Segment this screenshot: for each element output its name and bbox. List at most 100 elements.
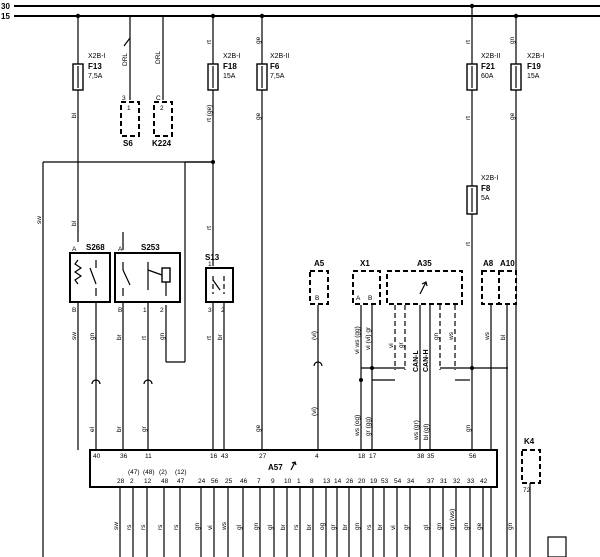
a57-bottom-pin: 28 <box>117 478 125 485</box>
a57-bottom-wires <box>119 487 484 557</box>
bottom-wire-label: ws <box>221 521 228 531</box>
fuse-f13-connector: X2B-I <box>88 53 106 60</box>
a57-bottom-pin: 13 <box>323 478 331 485</box>
module-a8: A8 <box>481 259 500 305</box>
a57-top-pin: 35 <box>427 453 435 460</box>
a5-label: A5 <box>314 259 325 268</box>
wire-label: el <box>89 426 96 432</box>
power-rails: 30 15 <box>1 2 600 21</box>
wire-label: ws (gr) <box>413 420 420 441</box>
switch-s13: S13 1 3 2 <box>205 253 234 314</box>
wire-label: gr (gg) <box>365 417 372 436</box>
wire-label: gr <box>398 341 405 348</box>
k224-pin-c: C <box>156 95 161 102</box>
bottom-wire-label: og <box>319 522 326 530</box>
fuse-f8-id: F8 <box>481 184 491 193</box>
wire-label: bl <box>500 334 507 340</box>
fuse-f18: X2B-I F18 15A <box>207 53 241 91</box>
fuse-f6: X2B-II F6 7,5A <box>256 53 290 91</box>
a57-bottom-pin: 19 <box>370 478 378 485</box>
fuse-f8: X2B-I F8 5A <box>466 175 499 215</box>
fuse-f6-id: F6 <box>270 62 280 71</box>
a57-alt-pin-1: (47) <box>128 469 140 476</box>
a57-top-pin: 56 <box>469 453 477 460</box>
bottom-wire-label: gr <box>330 523 337 530</box>
wire-label: gn <box>89 332 96 340</box>
a57-alt-pin-2: (48) <box>143 469 155 476</box>
a57-bottom-pin: 14 <box>334 478 342 485</box>
fuse-f13-id: F13 <box>88 62 102 71</box>
wire-label: (vi) <box>311 407 318 416</box>
wire-label: rt <box>465 116 472 120</box>
a57-bottom-pin: 42 <box>480 478 488 485</box>
bottom-wire-label: gn <box>253 522 260 530</box>
wire-label: vi <box>388 343 395 348</box>
bottom-wire-label: vi <box>390 525 397 530</box>
wire-label: gn <box>159 332 166 340</box>
bottom-wire-label: rs <box>366 524 373 530</box>
module-a5: A5 B <box>309 259 329 305</box>
fuse-f19-id: F19 <box>527 62 541 71</box>
s13-pin-1: 1 <box>208 261 212 268</box>
bottom-wire-label: br <box>377 523 384 530</box>
s253-pin-2: 2 <box>160 307 164 314</box>
a57-top-pin: 36 <box>120 453 128 460</box>
a57-bottom-pin: 8 <box>310 478 314 485</box>
wire-label: vi (vi) gr <box>365 326 372 350</box>
s268-label: S268 <box>86 243 105 252</box>
wire-label: rt <box>206 40 213 44</box>
s268-pin-a: A <box>72 246 77 253</box>
bottom-wire-label: gn (ws) <box>449 509 456 530</box>
wire-label: ge <box>255 112 262 120</box>
relay-k4: K4 72 <box>521 437 567 557</box>
s6-label: S6 <box>123 139 133 148</box>
bottom-wire-label: rs <box>173 524 180 530</box>
rail-30-label: 30 <box>1 2 10 11</box>
wire-label-can-l: CAN-L <box>413 350 420 372</box>
fuse-f21-rating: 60A <box>481 73 494 80</box>
a57-bottom-pin: 26 <box>346 478 354 485</box>
module-a35: A35 <box>386 259 463 305</box>
a5-pin-b: B <box>315 295 319 302</box>
wire-label: ge <box>255 424 262 432</box>
fuse-f19-rating: 15A <box>527 73 540 80</box>
a57-bottom-pin: 37 <box>427 478 435 485</box>
s268-pin-b: B <box>72 307 76 314</box>
wire-label: rt <box>465 40 472 44</box>
a35-label: A35 <box>417 259 432 268</box>
a57-bottom-pin: 20 <box>358 478 366 485</box>
switch-s268: S268 A B <box>69 243 111 314</box>
fuse-f13-rating: 7,5A <box>88 73 103 80</box>
a57-top-pin: 27 <box>259 453 267 460</box>
bottom-wire-label: gn <box>507 522 514 530</box>
bottom-wire-label: gr <box>403 523 410 530</box>
s13-pin-2: 2 <box>221 307 225 314</box>
a57-bottom-pin: 33 <box>467 478 475 485</box>
x1-label: X1 <box>360 259 370 268</box>
a57-bottom-pin: 12 <box>144 478 152 485</box>
bottom-wire-label: br <box>280 523 287 530</box>
a57-bottom-pin: 56 <box>211 478 219 485</box>
wire-label: rt <box>206 336 213 340</box>
bottom-wire-label: rs <box>293 524 300 530</box>
k4-pin-72: 72 <box>523 487 531 494</box>
wire-label: gn <box>509 36 516 44</box>
wire-label: bl <box>71 220 78 226</box>
fuse-f8-rating: 5A <box>481 195 490 202</box>
a57-top-pin: 38 <box>417 453 425 460</box>
fuse-f13: X2B-I F13 7,5A <box>72 53 106 91</box>
bottom-wire-label: sw <box>113 522 120 530</box>
wire-label-can-h: CAN-H <box>423 349 430 372</box>
wire-label: ge <box>509 112 516 120</box>
x1-pin-a: A <box>356 295 361 302</box>
fuse-f6-rating: 7,5A <box>270 73 285 80</box>
wire-label: ws <box>448 331 455 341</box>
wire-label: vi ws (gg) <box>354 326 361 354</box>
a57-top-pin: 18 <box>358 453 366 460</box>
bottom-wire-label: gn <box>463 522 470 530</box>
wire-label: gn <box>465 424 472 432</box>
a57-bottom-pin: 48 <box>161 478 169 485</box>
